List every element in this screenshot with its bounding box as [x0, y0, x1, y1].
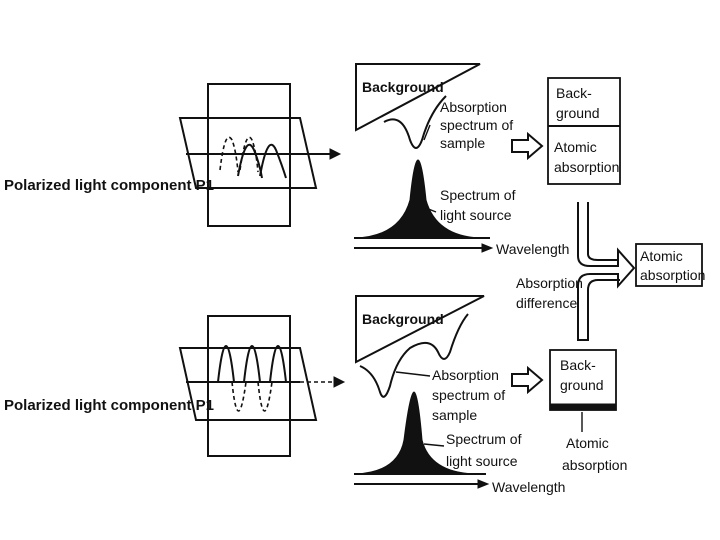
- top-polarizer-plate: [178, 83, 342, 227]
- difference-section: Absorption difference Atomic absorption: [516, 202, 705, 341]
- svg-text:absorption: absorption: [562, 457, 627, 473]
- bottom-background-label: Background: [362, 311, 444, 327]
- svg-text:Spectrum of: Spectrum of: [440, 187, 516, 203]
- top-source-label: Spectrum of light source: [440, 187, 516, 223]
- bottom-polarizer-plate: [178, 315, 346, 457]
- top-result-arrow: [511, 131, 544, 161]
- svg-text:absorption: absorption: [554, 159, 619, 175]
- bottom-background-spectrum: [355, 295, 485, 398]
- svg-text:light source: light source: [446, 453, 518, 469]
- top-absorption-label: Absorption spectrum of sample: [440, 99, 513, 151]
- top-source-pointer: [425, 207, 437, 213]
- bottom-source-peak: [355, 391, 475, 475]
- top-source-peak: [355, 159, 481, 239]
- svg-text:ground: ground: [556, 105, 600, 121]
- top-background-spectrum: [355, 63, 481, 149]
- bottom-absorption-pointer: [395, 371, 431, 377]
- svg-text:Absorption: Absorption: [440, 99, 507, 115]
- svg-text:Back-: Back-: [556, 85, 592, 101]
- top-background-label: Background: [362, 79, 444, 95]
- svg-text:Spectrum of: Spectrum of: [446, 431, 522, 447]
- svg-text:sample: sample: [432, 407, 477, 423]
- top-polarized-light-label: Polarized light component P1: [4, 177, 214, 194]
- bottom-result-box: Back- ground: [549, 349, 617, 411]
- final-result-box: Atomic absorption: [635, 243, 705, 287]
- bottom-result-arrow: [511, 365, 544, 395]
- bottom-source-pointer: [423, 443, 445, 447]
- svg-text:sample: sample: [440, 135, 485, 151]
- svg-text:Atomic: Atomic: [554, 139, 597, 155]
- bottom-source-label: Spectrum of light source: [446, 431, 522, 469]
- top-absorption-pointer: [423, 124, 431, 141]
- bottom-wavelength-label: Wavelength: [492, 479, 565, 495]
- svg-text:absorption: absorption: [640, 267, 705, 283]
- bottom-panel: Polarized light component P1 Background …: [4, 295, 627, 495]
- svg-text:light source: light source: [440, 207, 512, 223]
- svg-text:ground: ground: [560, 377, 604, 393]
- svg-text:Absorption: Absorption: [432, 367, 499, 383]
- top-wavelength-label: Wavelength: [496, 241, 569, 257]
- bottom-polarized-light-label: Polarized light component P1: [4, 397, 214, 414]
- svg-text:spectrum of: spectrum of: [440, 117, 513, 133]
- difference-label: Absorption difference: [516, 275, 583, 311]
- svg-text:difference: difference: [516, 295, 577, 311]
- svg-text:spectrum of: spectrum of: [432, 387, 505, 403]
- bottom-absorption-label: Absorption spectrum of sample: [432, 367, 505, 423]
- svg-text:Atomic: Atomic: [566, 435, 609, 451]
- top-result-box: Back- ground Atomic absorption: [547, 77, 621, 185]
- svg-text:Back-: Back-: [560, 357, 596, 373]
- svg-text:Absorption: Absorption: [516, 275, 583, 291]
- svg-text:Atomic: Atomic: [640, 248, 683, 264]
- top-panel: Polarized light component P1 Background …: [4, 63, 621, 257]
- bottom-atomic-label: Atomic absorption: [562, 435, 627, 473]
- merge-connector: [577, 202, 636, 341]
